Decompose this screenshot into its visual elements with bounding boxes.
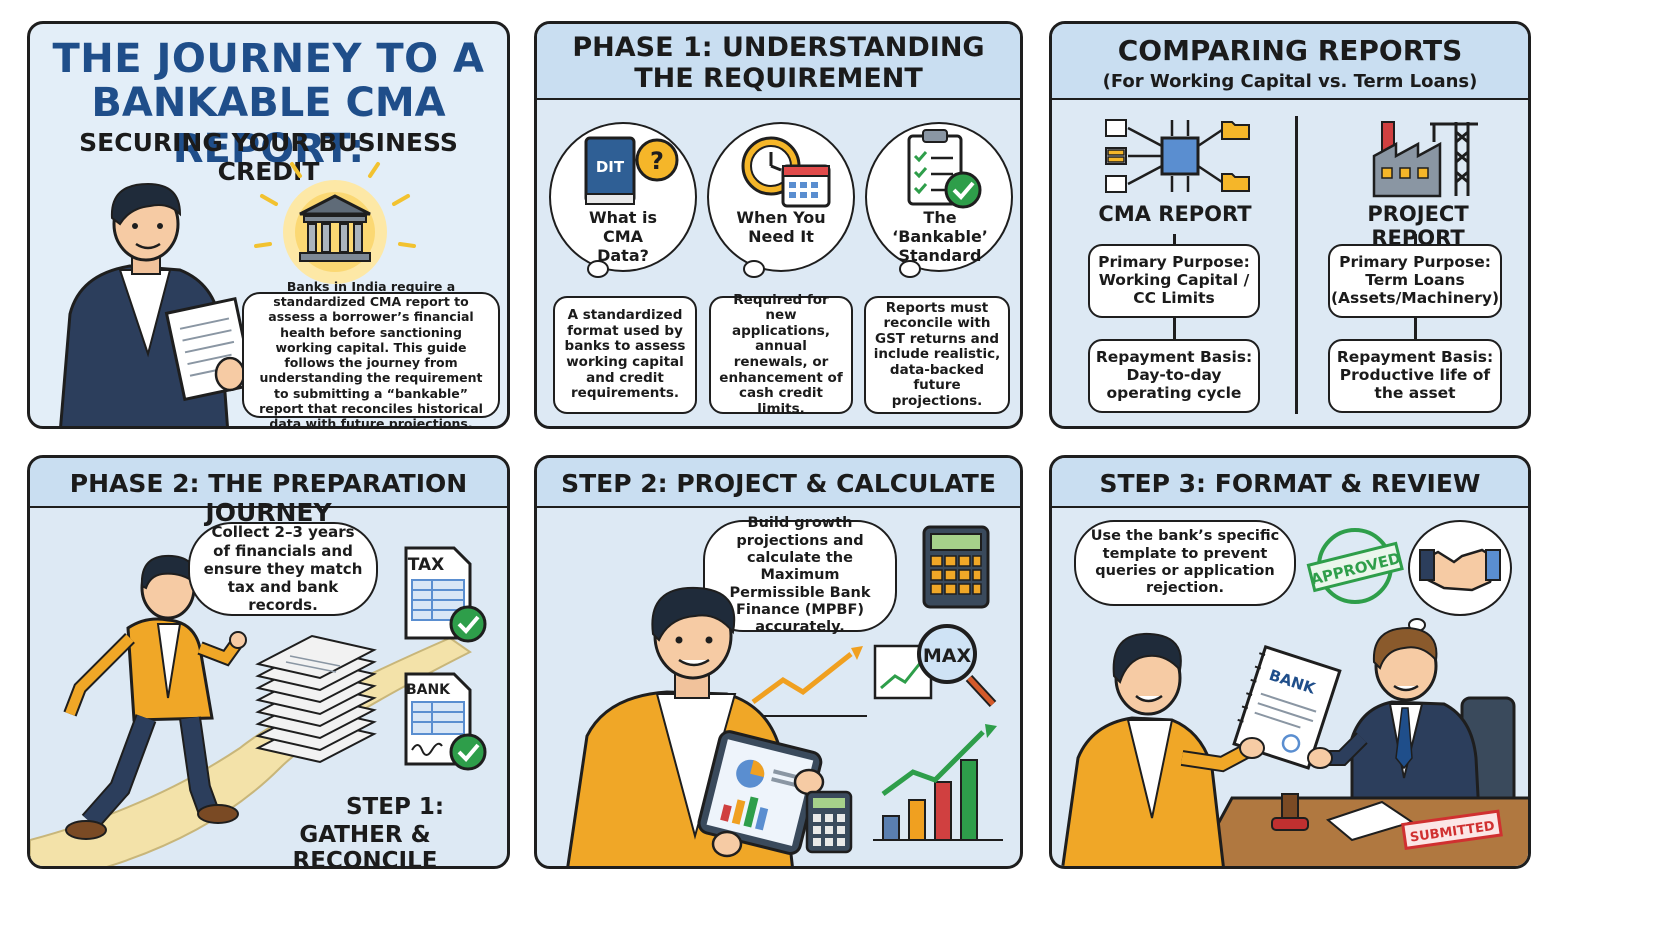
- cloud-tail: [587, 260, 609, 278]
- chip-network-icon: [1105, 119, 1250, 193]
- cloud2-label: When You Need It: [736, 208, 826, 247]
- cloud-tail: [743, 260, 765, 278]
- analyst-with-tablet-illustration: [566, 586, 853, 866]
- desc-box-what-is: A standardized format used by banks to a…: [553, 296, 697, 414]
- panel-step3: STEP 3: FORMAT & REVIEW Use the bank’s s…: [1049, 455, 1531, 869]
- bank-doc-label: BANK: [406, 682, 451, 698]
- desc-box-bankable: Reports must reconcile with GST returns …: [864, 296, 1010, 414]
- intro-subtitle: SECURING YOUR BUSINESS CREDIT: [79, 128, 458, 186]
- cma-basis-text: Repayment Basis: Day-to-day operating cy…: [1095, 348, 1253, 402]
- calculator-icon: [922, 525, 990, 609]
- comparing-title: COMPARING REPORTS: [1117, 34, 1463, 67]
- panel-phase1: PHASE 1: UNDERSTANDING THE REQUIREMENT D…: [534, 21, 1023, 429]
- question-mark: ?: [650, 147, 664, 175]
- project-report-label: PROJECT REPORT: [1367, 202, 1469, 250]
- cma-basis-box: Repayment Basis: Day-to-day operating cy…: [1088, 339, 1260, 413]
- phase1-header: PHASE 1: UNDERSTANDING THE REQUIREMENT: [537, 24, 1020, 100]
- desc-box-when: Required for new applications, annual re…: [709, 291, 853, 417]
- project-purpose-text: Primary Purpose: Term Loans (Assets/Mach…: [1330, 253, 1500, 307]
- approved-stamp-icon: APPROVED: [1306, 528, 1404, 604]
- desc-what-is-text: A standardized format used by banks to a…: [564, 307, 686, 402]
- bar-chart-growth-icon: [873, 724, 1003, 841]
- step1-line1: STEP 1:: [345, 794, 445, 820]
- phase2-header: PHASE 2: THE PREPARATION JOURNEY: [30, 458, 507, 527]
- panel-comparing: COMPARING REPORTS (For Working Capital v…: [1049, 21, 1531, 429]
- step1-line2: GATHER & RECONCILE: [292, 822, 438, 869]
- bank-document-icon: BANK: [404, 672, 487, 771]
- intro-title-line1: THE JOURNEY TO A: [52, 36, 485, 82]
- step3-speech-text: Use the bank’s specific template to prev…: [1090, 528, 1280, 597]
- panel-phase2: PHASE 2: THE PREPARATION JOURNEY Collect…: [27, 455, 510, 869]
- cma-report-label: CMA REPORT: [1098, 202, 1252, 226]
- tax-document-icon: TAX: [404, 546, 487, 643]
- cloud3-label: The ‘Bankable’ Standard: [892, 208, 988, 266]
- phase1-title-line2: THE REQUIREMENT: [634, 63, 923, 95]
- project-basis-box: Repayment Basis: Productive life of the …: [1328, 339, 1502, 413]
- phase2-speech-text: Collect 2–3 years of financials and ensu…: [203, 523, 363, 615]
- cma-purpose-box: Primary Purpose: Working Capital / CC Li…: [1088, 244, 1260, 318]
- factory-crane-icon: [1372, 121, 1478, 198]
- panel-step2: STEP 2: PROJECT & CALCULATE Build growth…: [534, 455, 1023, 869]
- phase1-title-line1: PHASE 1: UNDERSTANDING: [572, 32, 985, 63]
- handshake-icon: [1419, 548, 1501, 592]
- tax-doc-label: TAX: [408, 555, 445, 575]
- project-purpose-box: Primary Purpose: Term Loans (Assets/Mach…: [1328, 244, 1502, 318]
- desc-when-text: Required for new applications, annual re…: [719, 291, 843, 417]
- bank-icon: [254, 162, 416, 284]
- cloud-tail: [899, 260, 921, 278]
- book-icon: DIT ?: [584, 136, 679, 205]
- step2-speech-bubble: Build growth projections and calculate t…: [703, 515, 897, 635]
- step2-speech-text: Build growth projections and calculate t…: [729, 515, 871, 636]
- magnifier-max-icon: MAX: [873, 624, 997, 708]
- step3-speech-bubble: Use the bank’s specific template to prev…: [1074, 520, 1296, 606]
- businessman-illustration: [59, 182, 256, 426]
- intro-title-line2: BANKABLE CMA REPORT:: [91, 80, 446, 172]
- comparing-divider: [1295, 116, 1298, 414]
- desc-bankable-text: Reports must reconcile with GST returns …: [873, 299, 1001, 409]
- desk-scene-illustration: BANK SUBMITTED: [1061, 626, 1528, 866]
- cma-purpose-text: Primary Purpose: Working Capital / CC Li…: [1098, 253, 1250, 307]
- magnifier-label: MAX: [923, 645, 972, 667]
- cloud1-label: What is CMA Data?: [588, 208, 658, 266]
- clock-calendar-icon: [741, 136, 831, 208]
- intro-speech-bubble: Banks in India require a standardized CM…: [242, 279, 500, 426]
- panel-intro: THE JOURNEY TO A BANKABLE CMA REPORT: SE…: [27, 21, 510, 429]
- phase2-speech-bubble: Collect 2–3 years of financials and ensu…: [188, 522, 378, 616]
- paper-stack-illustration: [255, 634, 377, 764]
- comparing-subtitle: (For Working Capital vs. Term Loans): [1102, 71, 1478, 92]
- project-basis-text: Repayment Basis: Productive life of the …: [1336, 348, 1494, 402]
- step3-header: STEP 3: FORMAT & REVIEW: [1052, 458, 1528, 508]
- intro-speech-text: Banks in India require a standardized CM…: [259, 278, 483, 429]
- walking-man-illustration: [63, 554, 247, 840]
- clipboard-check-icon: [907, 129, 982, 209]
- book-label: DIT: [596, 158, 625, 176]
- step2-header: STEP 2: PROJECT & CALCULATE: [537, 458, 1020, 508]
- comparing-header: COMPARING REPORTS (For Working Capital v…: [1052, 24, 1528, 100]
